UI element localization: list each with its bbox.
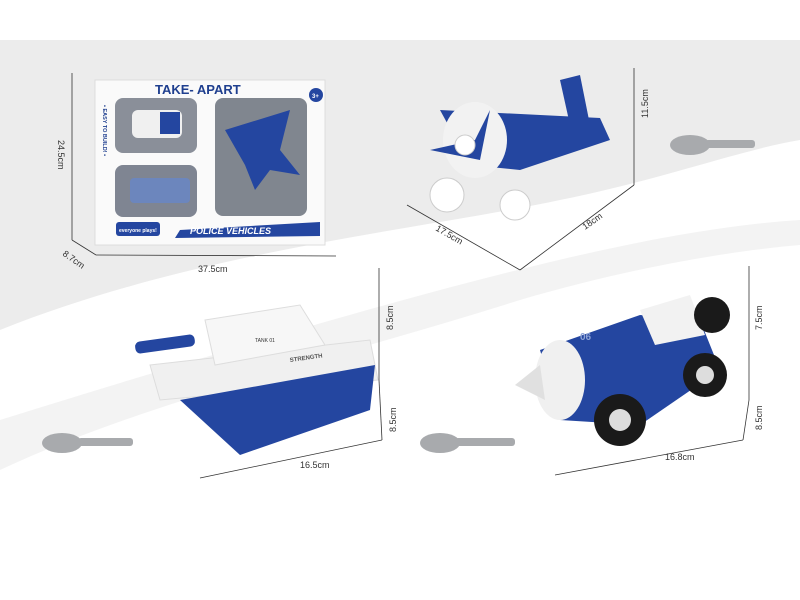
- dim-tank-height: 8.5cm: [385, 305, 395, 330]
- package-title: TAKE- APART: [155, 82, 241, 97]
- dim-line-depth: [71, 239, 97, 256]
- tank-badge: TANK 01: [255, 338, 275, 344]
- dim-car-length: 16.8cm: [665, 452, 695, 462]
- dim-tank-length: 16.5cm: [300, 460, 330, 470]
- dim-tank-depth: 8.5cm: [388, 407, 398, 432]
- plane-toy: [406, 68, 635, 271]
- dim-package-width: 37.5cm: [198, 264, 228, 274]
- dim-car-height: 7.5cm: [754, 305, 764, 330]
- tank-label: STRENGTH: [289, 353, 323, 364]
- dim-plane-length: 18cm: [580, 211, 604, 232]
- tank-toy: STRENGTH TANK 01: [135, 268, 383, 479]
- package-banner-text: POLICE VEHICLES: [190, 226, 271, 236]
- car-number: 06: [580, 332, 592, 343]
- dim-plane-depth: 17.5cm: [434, 223, 465, 246]
- police-vehicles-banner: [175, 222, 320, 238]
- screwdriver-1: [670, 135, 755, 155]
- screwdriver-2: [42, 433, 133, 453]
- racing-car-toy: 06: [515, 266, 750, 476]
- background-swoosh: [0, 220, 800, 470]
- dim-plane-height: 11.5cm: [640, 89, 650, 118]
- package-age-text: 3+: [312, 94, 319, 100]
- package-box: [71, 73, 337, 257]
- screwdriver-3: [420, 433, 515, 453]
- dim-package-height: 24.5cm: [56, 140, 66, 170]
- dim-car-depth: 8.5cm: [754, 405, 764, 430]
- age-badge: [309, 88, 323, 102]
- plane-in-box: [225, 110, 300, 190]
- dim-line-width: [95, 254, 337, 257]
- everyone-plays-badge: [116, 222, 160, 236]
- tank-in-box: [130, 178, 190, 203]
- package-side-text: • EASY TO BUILD! •: [101, 105, 107, 156]
- package-badge-text: everyone plays!: [119, 228, 157, 234]
